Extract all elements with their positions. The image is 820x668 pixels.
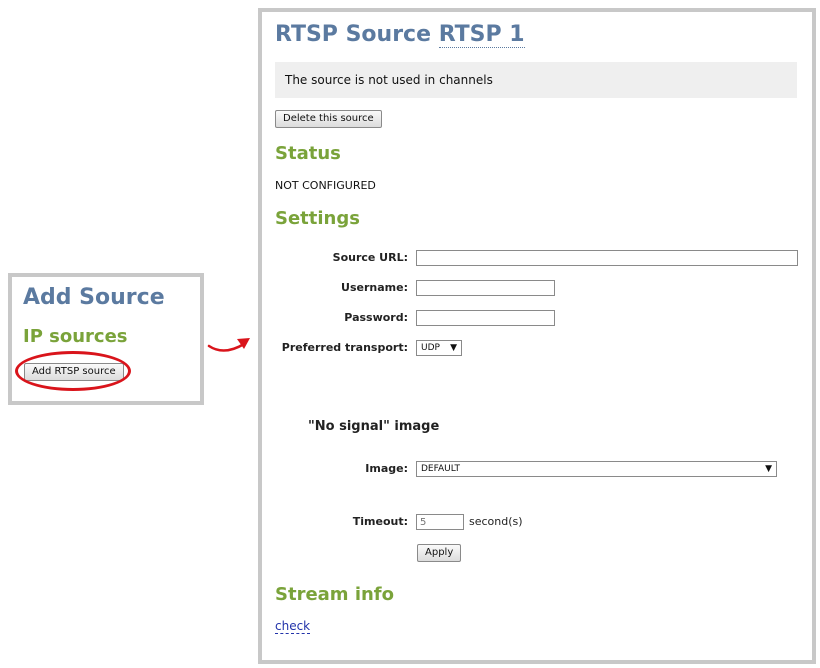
password-input[interactable]	[416, 310, 555, 326]
no-signal-image-select[interactable]: DEFAULT ▼	[416, 461, 777, 477]
username-label: Username:	[341, 281, 408, 294]
rtsp-source-panel: RTSP Source RTSP 1 The source is not use…	[258, 8, 816, 664]
usage-notice: The source is not used in channels	[275, 62, 797, 98]
no-signal-heading: "No signal" image	[308, 419, 440, 434]
settings-heading: Settings	[275, 208, 360, 229]
ip-sources-heading: IP sources	[23, 326, 128, 347]
add-source-title: Add Source	[23, 285, 165, 310]
triangle-down-icon: ▼	[765, 464, 772, 474]
source-url-label: Source URL:	[332, 251, 408, 264]
triangle-down-icon: ▼	[450, 343, 457, 353]
status-heading: Status	[275, 143, 341, 164]
delete-source-button[interactable]: Delete this source	[275, 110, 382, 128]
apply-button[interactable]: Apply	[417, 544, 462, 562]
curved-arrow-right-icon	[207, 338, 250, 352]
source-url-input[interactable]	[416, 250, 798, 266]
transport-select[interactable]: UDP ▼	[416, 340, 462, 356]
add-rtsp-source-button[interactable]: Add RTSP source	[24, 363, 124, 381]
preferred-transport-label: Preferred transport:	[281, 341, 408, 354]
image-label: Image:	[365, 462, 408, 475]
page-title: RTSP Source RTSP 1	[275, 22, 525, 48]
timeout-input[interactable]	[416, 514, 464, 530]
password-label: Password:	[344, 311, 408, 324]
source-name[interactable]: RTSP 1	[438, 22, 525, 48]
status-value: NOT CONFIGURED	[275, 179, 376, 192]
image-select-value: DEFAULT	[421, 464, 460, 474]
timeout-label: Timeout:	[352, 515, 408, 528]
check-link[interactable]: check	[275, 619, 311, 634]
stream-info-heading: Stream info	[275, 584, 395, 605]
page-title-prefix: RTSP Source	[275, 22, 432, 47]
timeout-unit: second(s)	[469, 515, 523, 528]
transport-select-value: UDP	[421, 343, 440, 353]
username-input[interactable]	[416, 280, 555, 296]
add-source-panel: Add Source IP sources Add RTSP source	[8, 273, 204, 405]
